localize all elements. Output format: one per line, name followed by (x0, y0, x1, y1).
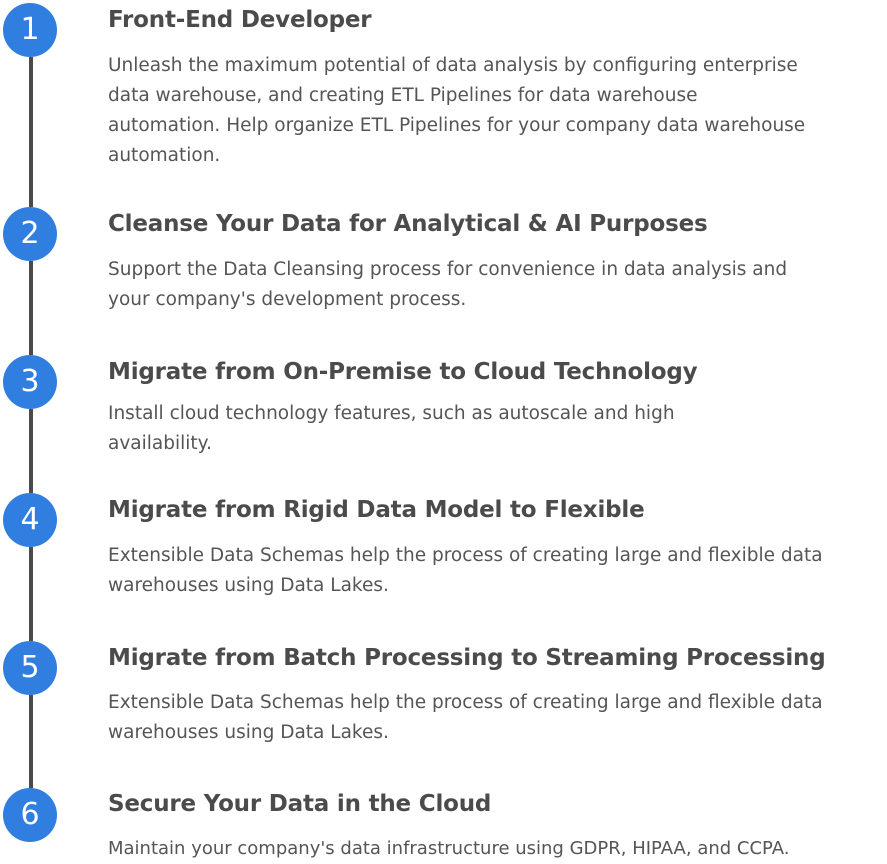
step-number-badge: 3 (3, 355, 57, 409)
step-description: Unleash the maximum potential of data an… (108, 55, 806, 166)
timeline-connector-1 (29, 57, 33, 207)
step-title: Front-End Developer (108, 7, 372, 33)
step-description: Maintain your company's data infrastruct… (108, 838, 790, 859)
step-description: Install cloud technology features, such … (108, 403, 675, 454)
timeline-connector-4 (29, 547, 33, 641)
step-number-badge: 1 (3, 3, 57, 57)
step-number-badge: 5 (3, 641, 57, 695)
step-title: Migrate from On-Premise to Cloud Technol… (108, 359, 698, 385)
timeline-connector-5 (29, 695, 33, 788)
step-title: Migrate from Batch Processing to Streami… (108, 645, 826, 671)
step-description: Extensible Data Schemas help the process… (108, 692, 823, 743)
timeline-connector-3 (29, 409, 33, 493)
step-title: Migrate from Rigid Data Model to Flexibl… (108, 497, 645, 523)
step-number-badge: 6 (3, 788, 57, 842)
step-number-badge: 4 (3, 493, 57, 547)
step-title: Cleanse Your Data for Analytical & AI Pu… (108, 211, 708, 237)
step-description: Extensible Data Schemas help the process… (108, 545, 823, 596)
step-title: Secure Your Data in the Cloud (108, 791, 492, 817)
step-number-badge: 2 (3, 207, 57, 261)
timeline-connector-2 (29, 261, 33, 355)
step-description: Support the Data Cleansing process for c… (108, 259, 788, 310)
